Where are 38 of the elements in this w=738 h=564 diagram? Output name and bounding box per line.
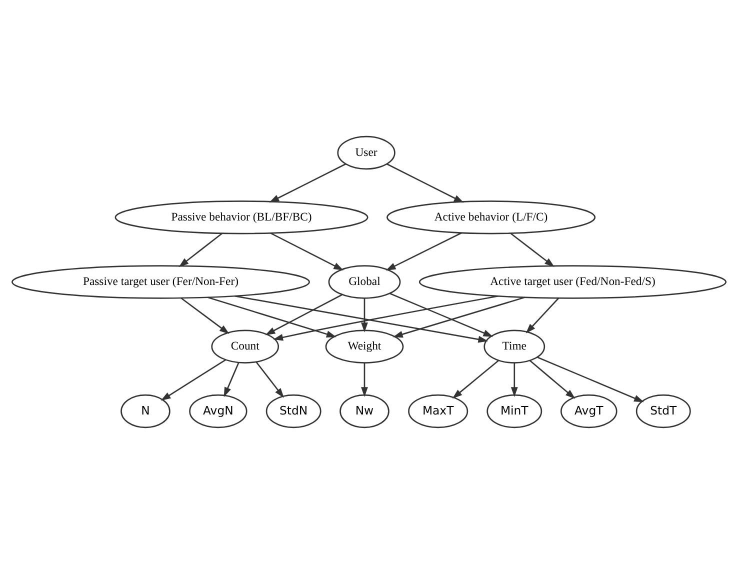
node-ellipse: MinT <box>486 394 542 428</box>
node-ellipse: User <box>337 136 396 170</box>
arrow <box>390 292 494 337</box>
arrow <box>386 163 464 203</box>
node-ellipse: AvgN <box>189 394 248 428</box>
node-ellipse: Active target user (Fed/Non-Fed/S) <box>418 265 727 299</box>
arrow <box>452 360 499 399</box>
arrow <box>224 362 240 398</box>
arrow <box>529 360 576 399</box>
arrow <box>510 232 554 268</box>
node-ellipse: N <box>120 394 170 428</box>
node-ellipse: Nw <box>340 394 390 428</box>
arrow <box>270 232 344 270</box>
arrow <box>234 295 488 343</box>
arrow <box>361 363 368 398</box>
node-ellipse: AvgT <box>560 394 618 428</box>
arrow <box>510 363 518 398</box>
arrow <box>256 362 284 398</box>
arrow <box>526 298 560 334</box>
arrow <box>392 296 525 338</box>
arrow <box>208 296 336 338</box>
arrow <box>160 359 226 401</box>
node-ellipse: Passive target user (Fer/Non-Fer) <box>12 265 310 299</box>
node-ellipse: StdT <box>636 394 691 428</box>
arrow <box>269 163 346 203</box>
node-ellipse: Passive behavior (BL/BF/BC) <box>114 200 368 234</box>
arrow <box>386 232 462 271</box>
node-ellipse: StdN <box>266 394 322 428</box>
node-ellipse: Count <box>211 330 280 364</box>
arrow <box>265 294 342 336</box>
arrow <box>537 356 644 402</box>
node-ellipse: Global <box>328 265 401 299</box>
arrow <box>180 298 230 334</box>
arrow <box>273 295 498 341</box>
arrow <box>361 298 368 332</box>
node-ellipse: MaxT <box>408 394 468 428</box>
node-ellipse: Active behavior (L/F/C) <box>386 200 596 234</box>
arrow <box>178 232 222 268</box>
